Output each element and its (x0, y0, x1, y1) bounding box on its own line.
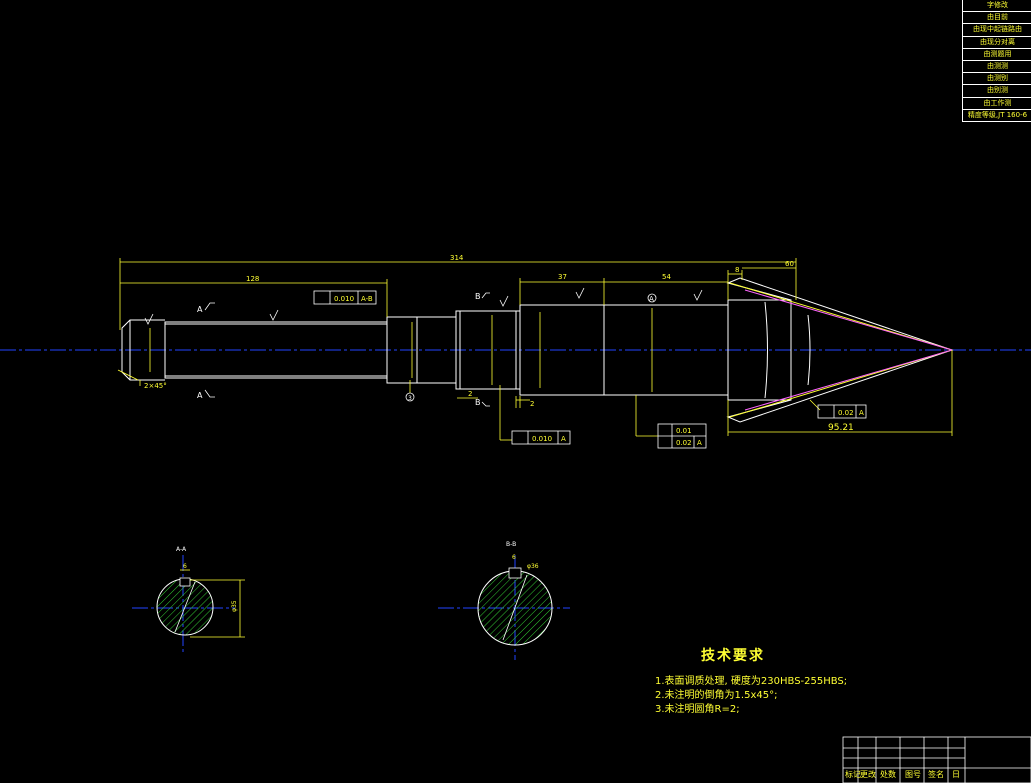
dim-seg-37: 37 (558, 273, 567, 281)
section-callout-texts: A A B B 3 A (197, 292, 654, 407)
revision-table: 字修改 由目前 由现中起链路由 由现分对离 由测题用 由测测 由测别 由别测 由… (962, 0, 1031, 122)
runout-2-ref: A (561, 435, 566, 443)
rev-row: 由测测 (963, 61, 1031, 74)
section-bb: B-B 6 φ36 (477, 541, 553, 646)
cone-outline (726, 277, 954, 423)
runout-3-value: 0.02 (676, 439, 692, 447)
dim-seg-54: 54 (662, 273, 671, 281)
runout-2-value: 0.010 (532, 435, 552, 443)
datum-a-label: A (649, 295, 654, 303)
section-aa-label: A-A (176, 546, 187, 553)
dim-seg-8: 8 (735, 266, 739, 274)
dim-total-length: 314 (450, 254, 464, 262)
section-bb-label: B-B (506, 541, 516, 548)
runout-4-value: 0.02 (838, 409, 854, 417)
rev-row: 精度等级,JT 160-6 (963, 110, 1031, 122)
dimension-texts: 314 128 37 54 8 60 95.21 2×45° 2 2 (144, 254, 854, 433)
roughness-marks (144, 287, 703, 325)
runout-3-ref: A (697, 439, 702, 447)
keyway-width-a: 6 (183, 563, 187, 570)
rev-row: 字修改 (963, 0, 1031, 13)
title-block-grid (842, 736, 1031, 783)
dia-b: φ36 (527, 563, 539, 570)
rev-row: 由测别 (963, 73, 1031, 86)
section-a-bottom: A (197, 391, 203, 400)
rev-row: 由工作测 (963, 98, 1031, 110)
tech-req-item: 3.未注明圆角R=2; (655, 704, 740, 715)
technical-requirements: 技术要求 1.表面调质处理, 硬度为230HBS-255HBS; 2.未注明的倒… (655, 645, 847, 717)
runout-1-value: 0.010 (334, 295, 354, 303)
dim-left-length: 128 (246, 275, 259, 283)
balloon-number: 3 (408, 395, 412, 402)
shaft-outline (121, 299, 792, 401)
dim-gap-2b: 2 (530, 400, 534, 408)
runout-4-ref: A (859, 409, 864, 417)
rev-row: 由现中起链路由 (963, 24, 1031, 37)
rev-row: 由目前 (963, 12, 1031, 25)
runout-1-ref: A-B (361, 295, 373, 303)
cyl-value: 0.01 (676, 427, 692, 435)
tech-req-item: 1.表面调质处理, 硬度为230HBS-255HBS; (655, 676, 848, 687)
dimension-lines (117, 258, 953, 441)
tb-col5: 签名 (928, 769, 944, 779)
section-callouts (204, 292, 657, 407)
tech-req-title: 技术要求 (701, 648, 765, 664)
tolerance-texts: 0.010 A-B 0.010 A 0.01 0.02 A 0.02 A (334, 295, 864, 447)
section-b-top: B (475, 292, 481, 301)
dim-seg-60: 60 (785, 260, 794, 268)
keyway-width-b: 6 (512, 554, 516, 561)
tb-col4: 图号 (905, 770, 921, 779)
tb-col2: 处数 (880, 769, 896, 779)
dim-chamfer: 2×45° (144, 382, 167, 390)
rev-row: 由测题用 (963, 49, 1031, 61)
dim-gap-2a: 2 (468, 390, 472, 398)
title-block-texts: 标记 处数 更改 图号 签名 日 (845, 769, 960, 779)
tb-col3: 更改 (860, 769, 876, 779)
tb-col1: 标记 (845, 769, 861, 779)
dia-a: φ35 (231, 600, 238, 612)
tolerance-frames (313, 290, 867, 449)
dim-cone-length: 95.21 (828, 423, 854, 433)
section-aa: A-A 6 φ35 (156, 546, 245, 638)
rev-row: 由现分对离 (963, 37, 1031, 49)
rev-row: 由别测 (963, 85, 1031, 98)
section-b-bottom: B (475, 398, 481, 407)
section-a-top: A (197, 305, 203, 314)
tech-req-item: 2.未注明的倒角为1.5x45°; (655, 690, 778, 701)
tb-col6: 日 (952, 770, 960, 779)
